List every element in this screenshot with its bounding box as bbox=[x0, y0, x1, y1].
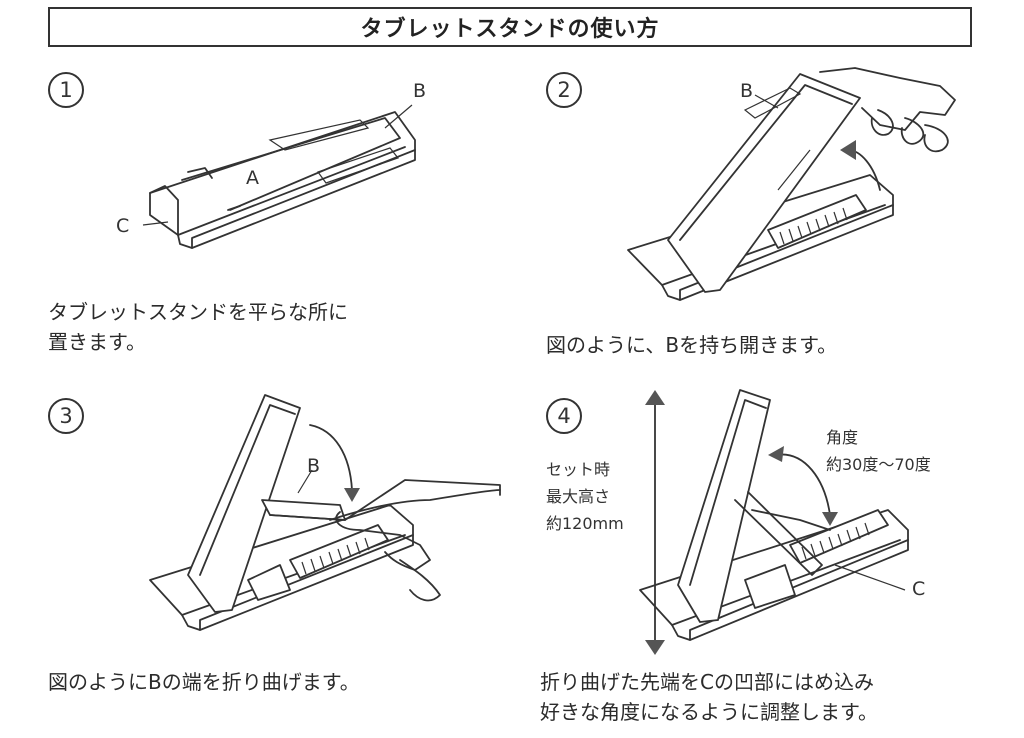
angle-note-line-2: 約30度〜70度 bbox=[826, 455, 931, 474]
step-2-number: 2 bbox=[546, 72, 582, 108]
step-1-number: 1 bbox=[48, 72, 84, 108]
step-1-illustration bbox=[142, 104, 416, 249]
height-note-line-2: 最大高さ bbox=[546, 487, 611, 506]
title-banner: タブレットスタンドの使い方 bbox=[48, 7, 972, 47]
step-3-caption-line-1: 図のようにBの端を折り曲げます。 bbox=[48, 670, 360, 694]
step-1-caption-line-2: 置きます。 bbox=[48, 330, 146, 354]
step-4-illustration bbox=[639, 389, 909, 655]
step-4-number: 4 bbox=[546, 398, 582, 434]
label-b: B bbox=[740, 80, 754, 102]
label-a: A bbox=[246, 167, 259, 189]
label-b: B bbox=[307, 455, 321, 477]
step-4-caption-line-2: 好きな角度になるように調整します。 bbox=[540, 700, 878, 724]
step-1-caption-line-1: タブレットスタンドを平らな所に bbox=[48, 300, 348, 324]
step-3-illustration bbox=[149, 394, 501, 631]
label-c: C bbox=[912, 578, 926, 600]
page-title: タブレットスタンドの使い方 bbox=[360, 17, 660, 42]
step-2-caption-line-1: 図のように、Bを持ち開きます。 bbox=[546, 333, 838, 357]
height-note-line-1: セット時 bbox=[546, 460, 611, 479]
step-3-number: 3 bbox=[48, 398, 84, 434]
height-note-line-3: 約120mm bbox=[546, 514, 624, 533]
angle-note-line-1: 角度 bbox=[826, 428, 859, 447]
step-4-caption-line-1: 折り曲げた先端をCの凹部にはめ込み bbox=[540, 670, 874, 694]
label-c: C bbox=[116, 215, 130, 237]
label-b: B bbox=[413, 80, 427, 102]
step-2-illustration bbox=[627, 67, 956, 301]
